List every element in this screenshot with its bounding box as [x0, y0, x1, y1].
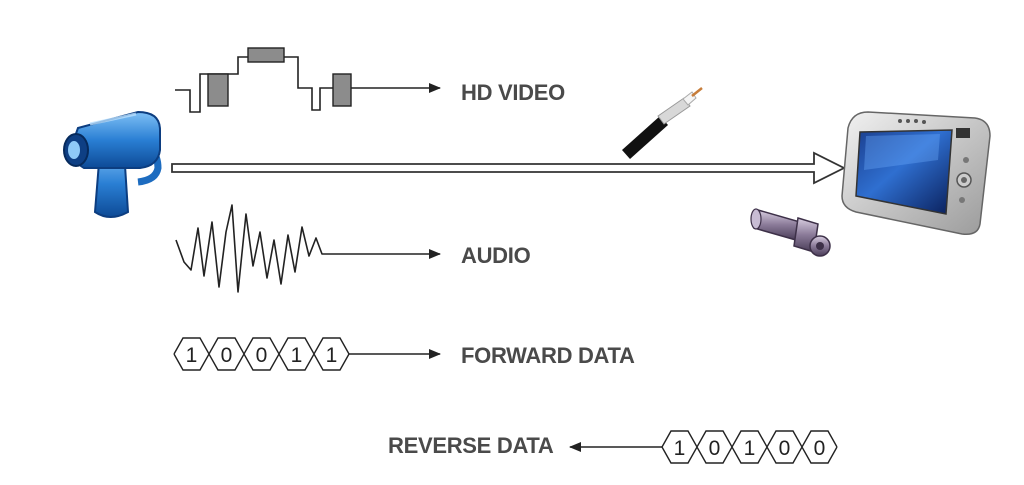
- hd-pulse-left: [207, 73, 229, 107]
- reverse-data-bit: 0: [814, 437, 826, 460]
- reverse-data-bit: 1: [744, 437, 756, 460]
- reverse-data-outline: [661, 430, 838, 464]
- forward-data-label: FORWARD DATA: [461, 343, 635, 368]
- hd-video-waveform: [175, 47, 441, 113]
- forward-data-bit: 1: [291, 344, 303, 367]
- forward-data-outline: [173, 337, 350, 371]
- reverse-data-bit: 0: [779, 437, 791, 460]
- display-monitor-icon: [841, 111, 991, 236]
- hd-pulse-right: [332, 73, 352, 107]
- forward-data-bit: 0: [256, 344, 268, 367]
- reverse-data-bit: 0: [709, 437, 721, 460]
- forward-data-bit: 0: [221, 344, 233, 367]
- forward-data-bit: 1: [186, 344, 198, 367]
- security-camera-icon: [63, 110, 162, 218]
- hd-video-label: HD VIDEO: [461, 80, 565, 105]
- forward-data-bit: 1: [326, 344, 338, 367]
- reverse-data-label: REVERSE DATA: [388, 433, 554, 458]
- reverse-data-bit: 1: [674, 437, 686, 460]
- transmission-arrow: [171, 151, 847, 185]
- audio-label: AUDIO: [461, 243, 531, 268]
- coaxial-cable-icon: [622, 87, 703, 159]
- bnc-connector-icon: [750, 208, 831, 257]
- hd-pulse-top: [247, 47, 285, 63]
- audio-waveform: [175, 204, 441, 293]
